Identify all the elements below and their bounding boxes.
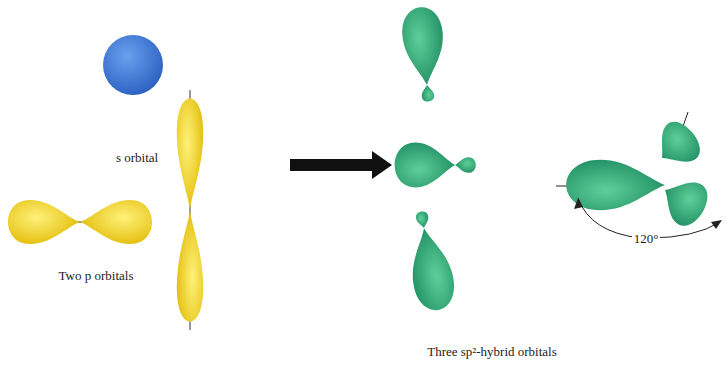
orbital-label: Three sp²-hybrid orbitals <box>427 344 557 360</box>
orbital-label: s orbital <box>116 150 158 166</box>
s-orbital <box>103 35 163 95</box>
p-orbital-vertical <box>177 90 203 330</box>
sp2-hybrid-orbital <box>395 143 476 188</box>
p-orbital-horizontal <box>8 200 152 244</box>
sp2-trigonal-set <box>556 112 714 232</box>
reaction-arrow <box>290 151 392 179</box>
sp2-hybrid-orbital <box>404 211 458 314</box>
angle-label: 120° <box>632 231 661 247</box>
sp2-hybrid-orbital <box>400 6 447 103</box>
orbital-label: Two p orbitals <box>59 268 134 284</box>
